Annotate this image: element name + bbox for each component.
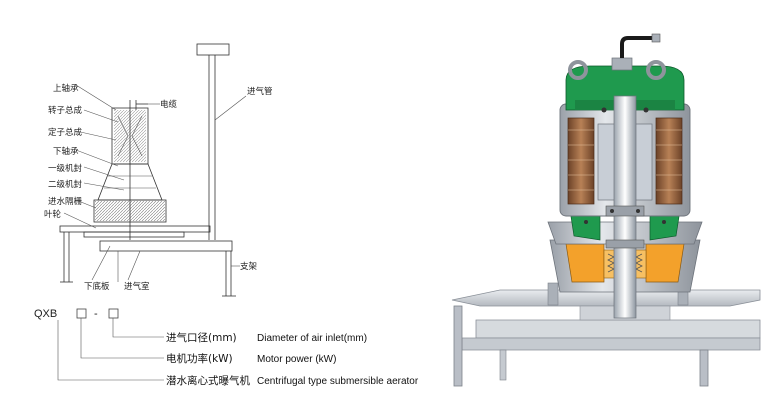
stator-right <box>655 117 683 205</box>
legend-cn-type: 潜水离心式曝气机 <box>166 374 250 387</box>
label-impeller: 叶轮 <box>44 209 62 220</box>
code-box-power <box>76 308 87 319</box>
label-rotor-assembly: 转子总成 <box>48 105 83 116</box>
label-cable: 电缆 <box>160 99 178 110</box>
label-lower-bearing: 下轴承 <box>53 146 79 157</box>
lifting-eye-right <box>646 60 666 80</box>
label-bracket: 支架 <box>240 261 258 272</box>
code-box-inlet <box>108 308 119 319</box>
legend-en-type: Centrifugal type submersible aerator <box>257 376 419 387</box>
power-cable <box>620 36 654 58</box>
label-upper-bearing: 上轴承 <box>53 83 79 94</box>
label-air-inlet-chamber: 进气室 <box>124 281 150 292</box>
schematic-drawing: 上轴承 转子总成 定子总成 下轴承 一级机封 二级机封 进水隔栅 叶轮 电缆 进… <box>44 43 273 297</box>
model-prefix: QXB <box>34 308 57 320</box>
label-secondary-seal: 二级机封 <box>48 179 83 190</box>
pipe-cap <box>196 43 230 56</box>
label-air-inlet-pipe: 进气管 <box>247 86 273 97</box>
label-bottom-plate: 下底板 <box>84 281 110 292</box>
impeller-right <box>645 243 685 283</box>
impeller-left <box>565 243 605 283</box>
legend-en-power: Motor power (kW) <box>257 354 336 365</box>
lifting-eye-left <box>568 60 588 80</box>
model-code-legend: QXB - 进气口径(mm) Diameter of air inlet(mm)… <box>34 308 419 387</box>
label-water-inlet-partition: 进水隔栅 <box>48 196 83 207</box>
legend-en-inlet: Diameter of air inlet(mm) <box>257 333 367 344</box>
model-dash: - <box>94 308 98 320</box>
legend-cn-inlet: 进气口径(mm) <box>166 331 237 344</box>
stator-left <box>567 117 595 205</box>
label-primary-seal: 一级机封 <box>48 163 83 174</box>
cutaway-render <box>451 33 761 387</box>
label-stator-assembly: 定子总成 <box>48 127 83 138</box>
legend-cn-power: 电机功率(kW) <box>166 352 233 365</box>
